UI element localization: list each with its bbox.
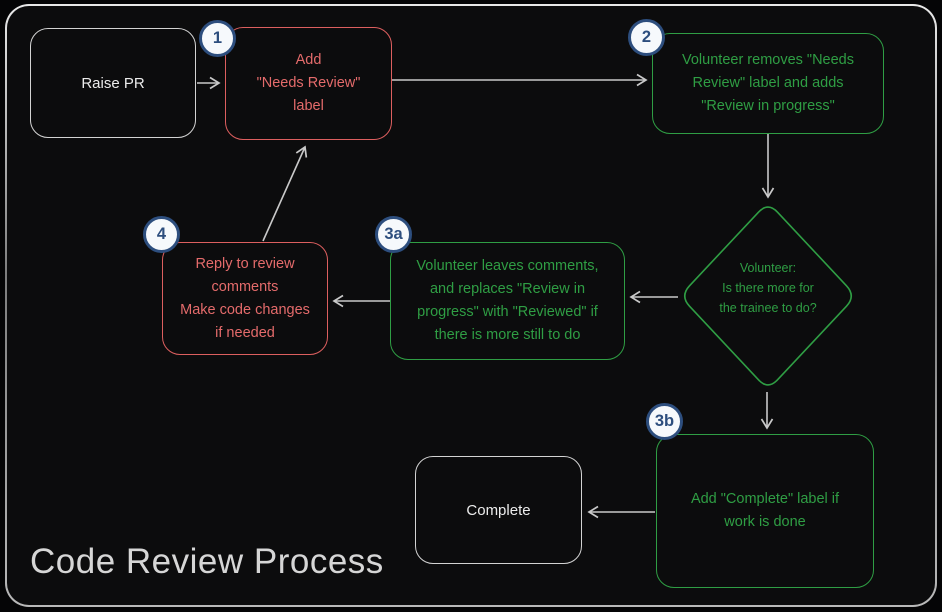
badge-step-3a-label: 3a: [384, 225, 403, 243]
badge-step-1: 1: [199, 20, 236, 57]
badge-step-4-label: 4: [156, 225, 167, 243]
badge-step-1-label: 1: [212, 29, 223, 47]
node-volunteer-removes-text: Volunteer removes "Needs Review" label a…: [682, 52, 854, 114]
node-add-complete-label: Add "Complete" label if work is done: [656, 434, 874, 588]
node-volunteer-leaves-comments: Volunteer leaves comments, and replaces …: [390, 242, 625, 360]
node-add-needs-review-text: Add "Needs Review" label: [256, 52, 361, 114]
node-reply-to-review-comments-text: Reply to review comments Make code chang…: [180, 255, 310, 341]
node-raise-pr-label: Raise PR: [81, 74, 145, 92]
node-reply-to-review-comments: Reply to review comments Make code chang…: [162, 242, 328, 355]
node-complete-label: Complete: [466, 501, 531, 519]
diagram-title: Code Review Process: [30, 542, 384, 581]
node-raise-pr: Raise PR: [30, 28, 196, 138]
node-volunteer-removes-label: Volunteer removes "Needs Review" label a…: [652, 33, 884, 134]
badge-step-3a: 3a: [375, 216, 412, 253]
node-volunteer-leaves-comments-text: Volunteer leaves comments, and replaces …: [416, 258, 599, 343]
badge-step-2: 2: [628, 19, 665, 56]
badge-step-4: 4: [143, 216, 180, 253]
decision-node-text: Volunteer: Is there more for the trainee…: [719, 261, 817, 315]
badge-step-2-label: 2: [641, 28, 652, 46]
node-add-needs-review-label: Add "Needs Review" label: [225, 27, 392, 140]
badge-step-3b: 3b: [646, 403, 683, 440]
node-complete: Complete: [415, 456, 582, 564]
badge-step-3b-label: 3b: [654, 412, 675, 430]
node-add-complete-label-text: Add "Complete" label if work is done: [690, 491, 840, 530]
